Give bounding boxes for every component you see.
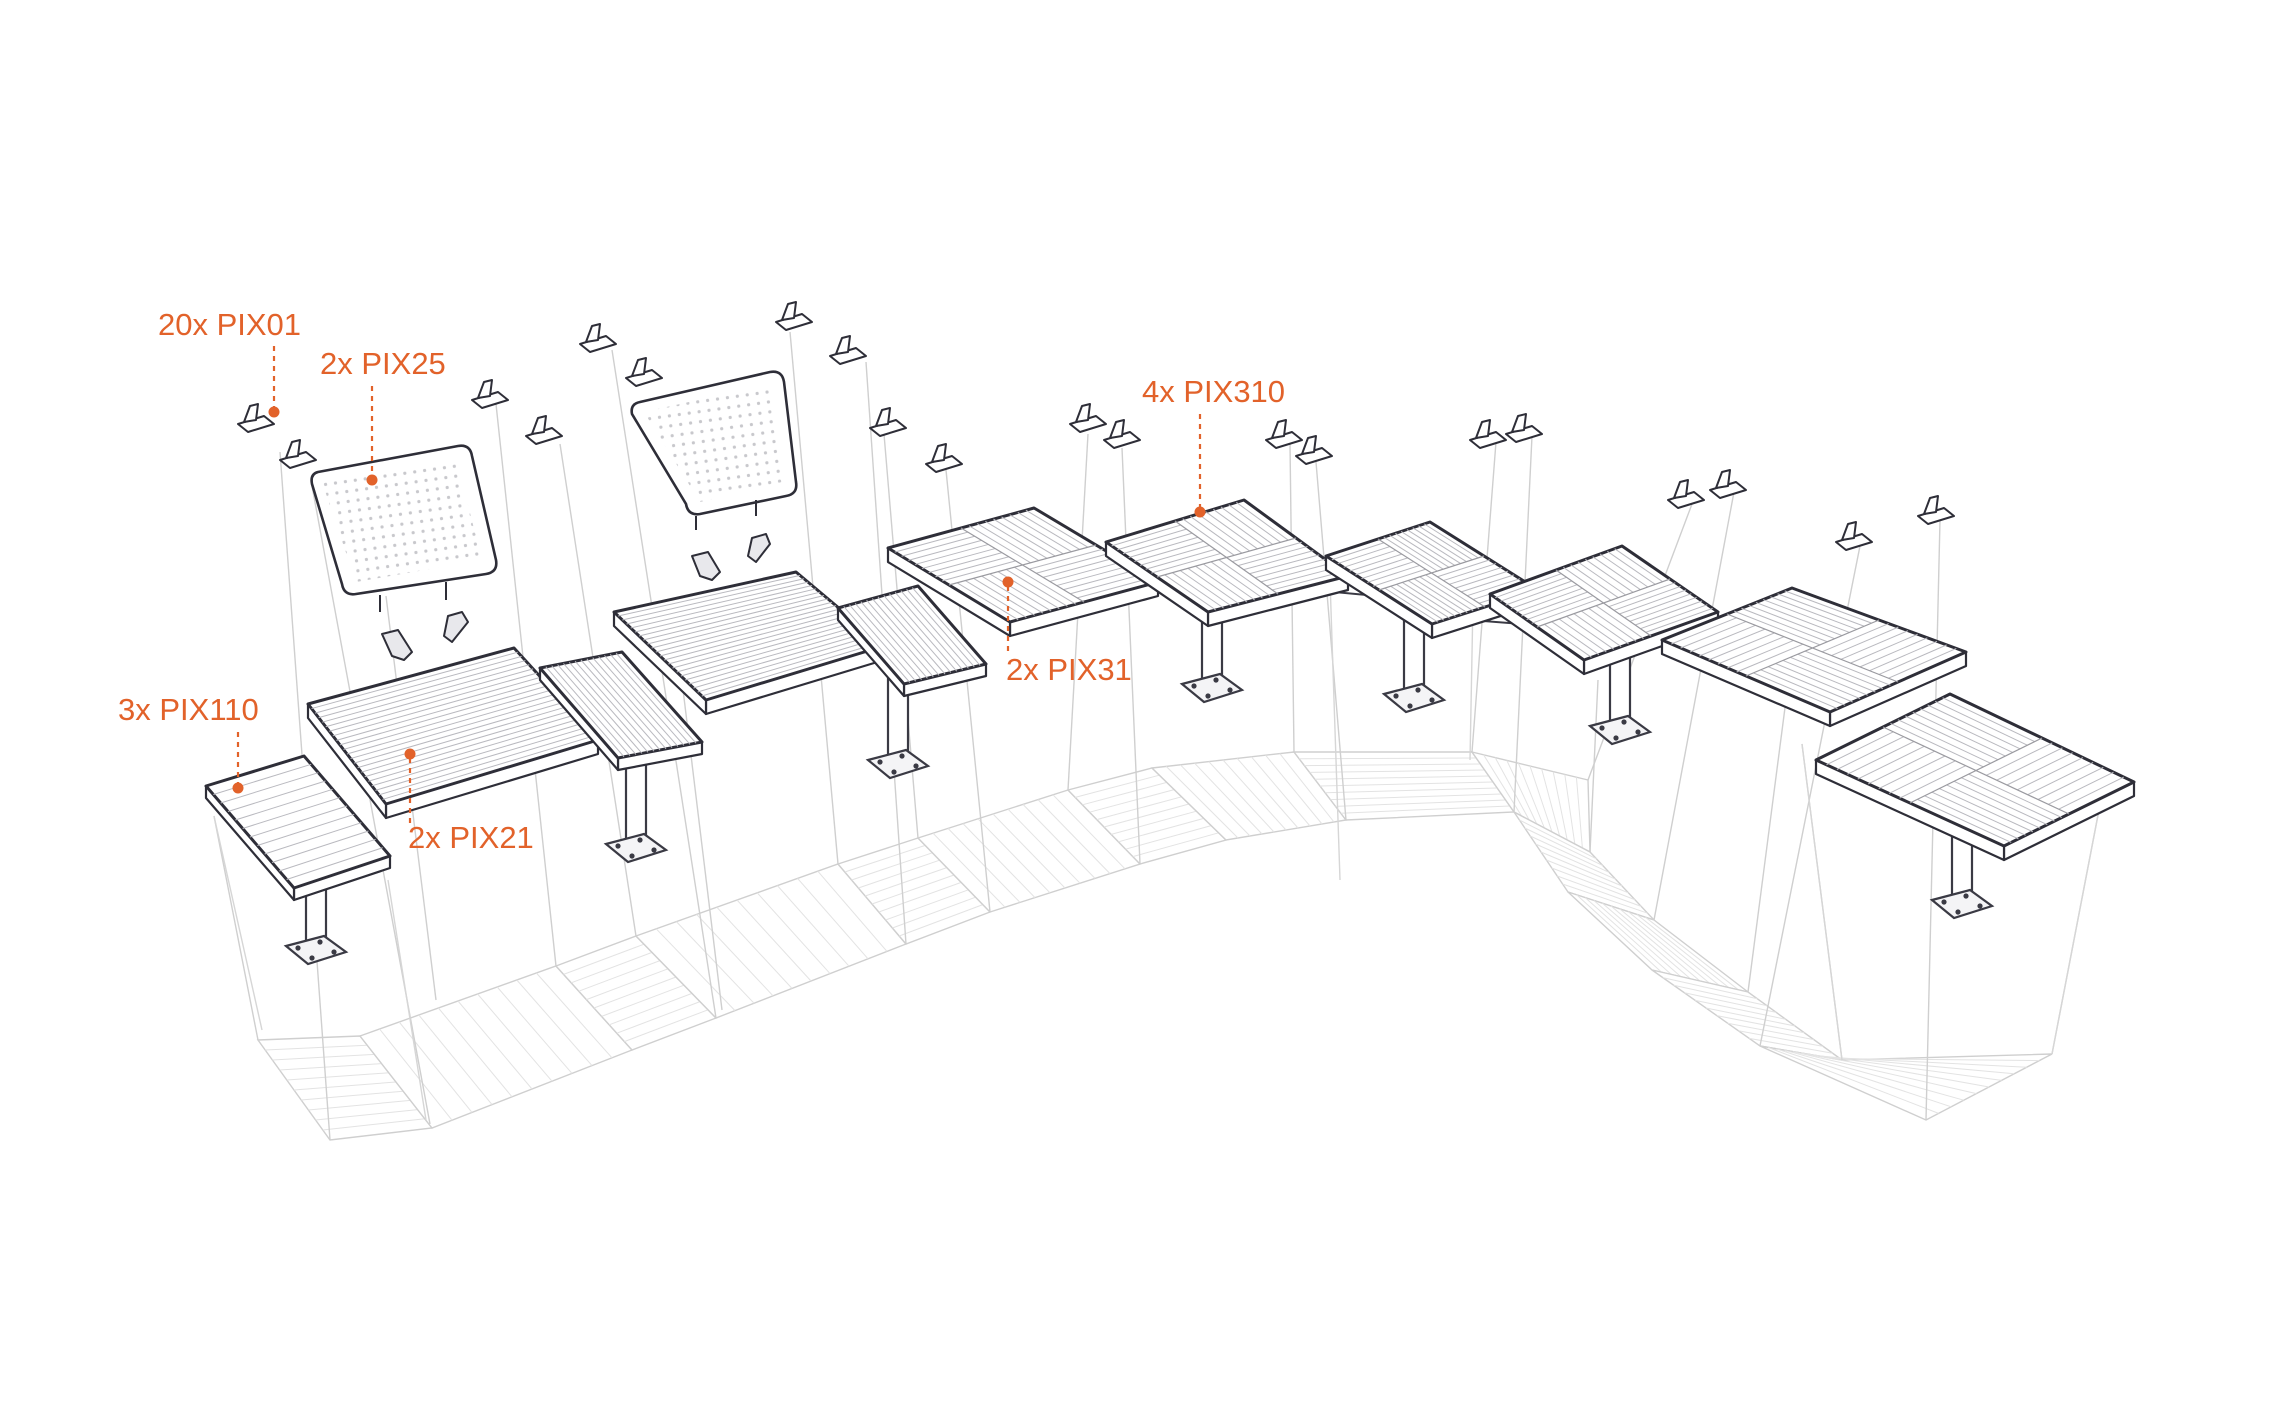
connector [443, 611, 469, 643]
base-plate [1929, 888, 1995, 920]
callout-label-pix01: 20x PIX01 [158, 307, 301, 342]
guide-line [675, 631, 723, 1011]
callouts: 20x PIX01 2x PIX25 4x PIX310 3x PIX110 2… [118, 307, 1285, 855]
guide-line [1801, 743, 1843, 1061]
mounting-bracket [237, 403, 275, 433]
guide-line [1121, 447, 1141, 865]
callout-label-pix110: 3x PIX110 [118, 692, 259, 727]
table-top [1814, 692, 2136, 862]
connector [747, 533, 771, 563]
table-top-pix21 [612, 570, 886, 716]
floor-tile [256, 1035, 434, 1141]
seat-top [836, 584, 988, 698]
floor-grid [256, 750, 2053, 1141]
floor-tile [1651, 969, 1843, 1061]
mounting-bracket [579, 323, 617, 353]
mounting-bracket [775, 301, 813, 331]
backrest-panels [310, 370, 798, 612]
floor-tile [1150, 751, 1348, 841]
floor-tile [1470, 750, 1591, 854]
guide-line [611, 349, 717, 1019]
backrest-panel [310, 444, 498, 612]
table-top-pix310 [1104, 498, 1350, 628]
callout-pix310: 4x PIX310 [1142, 374, 1285, 518]
connector [691, 551, 721, 581]
mounting-bracket [625, 357, 663, 387]
callout-label-pix25: 2x PIX25 [320, 346, 446, 381]
base-plate [603, 832, 669, 864]
callout-label-pix310: 4x PIX310 [1142, 374, 1285, 409]
table-top-pix310 [1488, 544, 1720, 676]
mounting-bracket [471, 379, 509, 409]
seat-and-table-tops [204, 498, 2136, 902]
table-top-pix21 [306, 646, 600, 820]
guide-line [2051, 783, 2105, 1055]
mounting-bracket [1505, 413, 1543, 443]
mounting-bracket [1917, 495, 1955, 525]
mounting-bracket [1709, 469, 1747, 499]
floor-tile [1759, 1045, 2053, 1121]
guide-line [213, 815, 263, 1031]
seat-top [538, 650, 704, 772]
mounting-bracket [1295, 435, 1333, 465]
base-plate [1587, 714, 1653, 746]
mounting-bracket [279, 439, 317, 469]
callout-label-pix21: 2x PIX21 [408, 820, 534, 855]
floor-tile [634, 863, 908, 1019]
floor-tile [1292, 751, 1516, 821]
callout-pix21: 2x PIX21 [404, 748, 534, 855]
table-top-pix310 [1660, 586, 1968, 728]
connector [381, 629, 413, 661]
floor-tile [554, 935, 718, 1051]
guide-line [213, 815, 259, 1041]
backrest-connectors [381, 533, 771, 661]
callout-label-pix31: 2x PIX31 [1006, 652, 1132, 687]
callout-pix25: 2x PIX25 [320, 346, 446, 486]
mounting-bracket [1835, 521, 1873, 551]
table-top-pix310 [1324, 520, 1540, 640]
guide-line [1315, 461, 1347, 821]
mounting-bracket [1103, 419, 1141, 449]
mounting-bracket [1667, 479, 1705, 509]
base-plate [1179, 672, 1245, 704]
callout-pix31: 2x PIX31 [1002, 576, 1132, 687]
mounting-brackets [237, 301, 1955, 551]
guide-line [1653, 491, 1735, 921]
floor-tile [916, 789, 1142, 913]
guide-line [1747, 699, 1787, 993]
base-plate [283, 934, 349, 966]
base-plate [865, 748, 931, 780]
floor-tile [1567, 891, 1749, 993]
mounting-bracket [1469, 419, 1507, 449]
callout-pix01: 20x PIX01 [158, 307, 301, 418]
callout-pix110: 3x PIX110 [118, 692, 259, 794]
mounting-bracket [829, 335, 867, 365]
guide-line [387, 879, 427, 1121]
mounting-bracket [525, 415, 563, 445]
mounting-bracket [869, 407, 907, 437]
backrest-panel [630, 370, 798, 530]
seat-top-pix110 [204, 754, 392, 902]
mounting-bracket [925, 443, 963, 473]
guide-line [1589, 679, 1599, 853]
mounting-bracket [1069, 403, 1107, 433]
mounting-bracket [1265, 419, 1303, 449]
guide-line [1329, 579, 1341, 881]
base-plate [1381, 682, 1447, 714]
